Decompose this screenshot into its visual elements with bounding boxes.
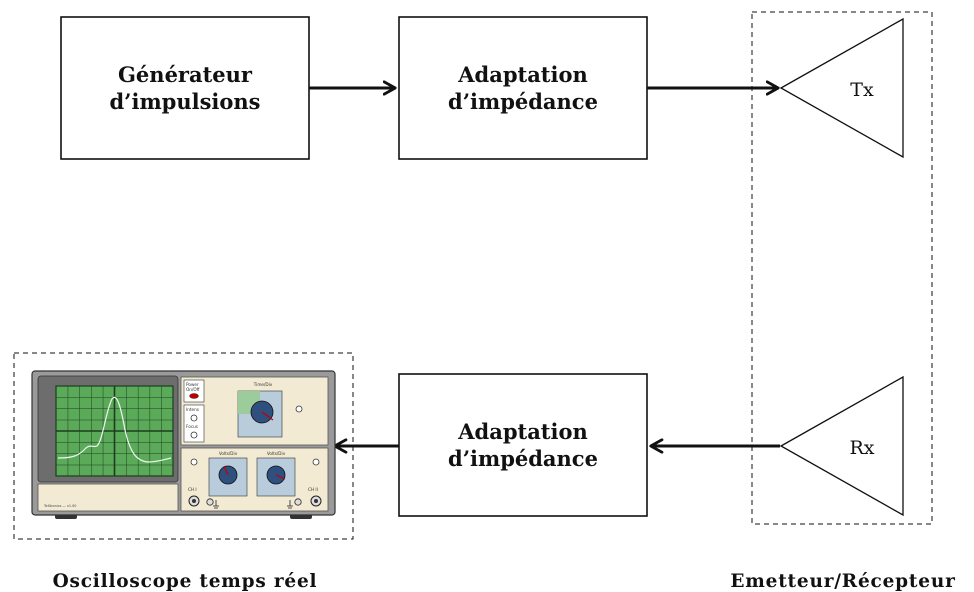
power-indicator	[189, 393, 199, 399]
power-switch-housing	[183, 379, 205, 403]
ch1-position-knob	[190, 458, 198, 466]
intensity-focus-housing	[183, 404, 205, 443]
ch1-bnc-center	[192, 499, 196, 503]
tx-impedance-adaptation-block: Adaptation d’impédance	[398, 16, 648, 160]
ch1-label: CH I	[188, 487, 197, 492]
focus-knob	[190, 431, 198, 439]
rx-adapt-label-line2: d’impédance	[448, 446, 598, 471]
rx-label: Rx	[849, 437, 874, 459]
oscilloscope-brand-label: TeXtronics — v1.00	[43, 504, 76, 508]
ch2-label: CH II	[308, 487, 318, 492]
oscilloscope-dashed-boundary	[13, 352, 354, 540]
oscilloscope-caption: Oscilloscope temps réel	[53, 571, 318, 592]
ch1-ground-icon	[213, 500, 219, 509]
volts-div-2-pointer	[275, 474, 286, 480]
trigger-level-knob	[295, 405, 303, 413]
tx-antenna: Tx	[779, 17, 904, 159]
ch2-bnc-center	[314, 499, 318, 503]
volts-div-1-label: Volts/Div	[219, 451, 238, 456]
ch2-position-knob	[312, 458, 320, 466]
oscilloscope-trace	[57, 396, 172, 463]
oscilloscope-brand-panel	[37, 483, 179, 512]
time-div-label: Time/Div	[253, 382, 273, 387]
transceiver-caption: Emetteur/Récepteur	[730, 571, 955, 592]
focus-label: Focus	[186, 424, 198, 429]
time-div-knob-pointer	[261, 411, 274, 421]
oscilloscope-illustration: TeXtronics — v1.00 Power On/Off Intens F…	[31, 370, 336, 519]
rx-adapt-label-line1: Adaptation	[457, 419, 588, 444]
volts-div-1-pointer	[223, 465, 229, 476]
tx-adapt-label-line1: Adaptation	[457, 62, 588, 87]
oscilloscope-lower-control-panel	[180, 447, 329, 512]
ch2-ground-terminal	[294, 498, 302, 506]
transceiver-dashed-boundary	[751, 11, 933, 525]
power-state-label: On/Off	[186, 387, 200, 392]
rx-impedance-adaptation-block: Adaptation d’impédance	[398, 373, 648, 517]
intensity-label: Intens	[186, 407, 199, 412]
generator-block: Générateur d’impulsions	[60, 16, 310, 160]
volts-div-2-label: Volts/Div	[267, 451, 286, 456]
ch2-ground-icon	[287, 500, 293, 509]
tx-label: Tx	[850, 79, 874, 101]
generator-label-line2: d’impulsions	[109, 89, 260, 114]
intensity-knob	[190, 414, 198, 422]
tx-adapt-label-line2: d’impédance	[448, 89, 598, 114]
generator-label-line1: Générateur	[118, 62, 253, 87]
rx-antenna: Rx	[779, 375, 904, 517]
power-label: Power	[186, 382, 199, 387]
ch1-ground-terminal	[206, 498, 214, 506]
